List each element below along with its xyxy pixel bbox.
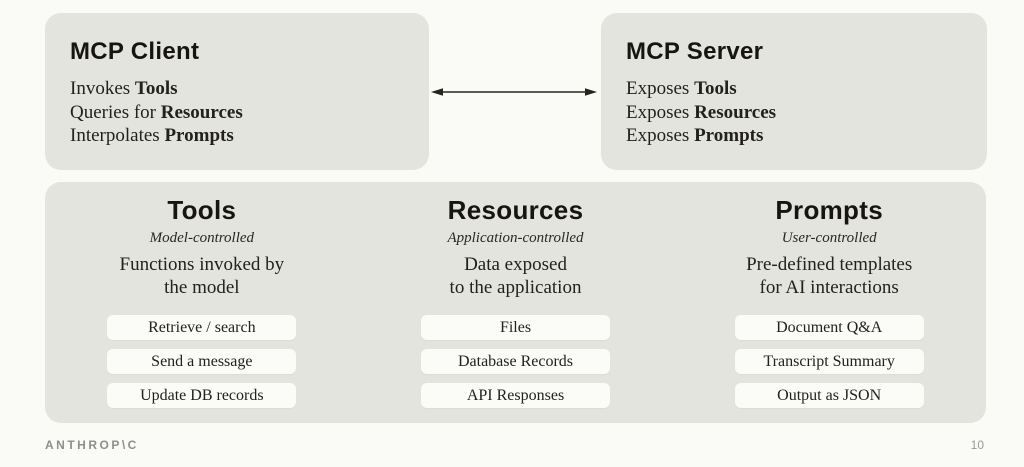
- page-number: 10: [970, 438, 984, 452]
- example-pill: Retrieve / search: [107, 315, 297, 340]
- description-line: Functions invoked by: [119, 254, 285, 275]
- description-line: to the application: [449, 277, 582, 298]
- client-capability-line: Queries for Resources: [70, 101, 405, 125]
- column-description: Pre-defined templates for AI interaction…: [672, 253, 986, 299]
- mcp-client-title: MCP Client: [70, 38, 200, 65]
- example-pill: API Responses: [421, 383, 610, 408]
- example-pill-list: Document Q&A Transcript Summary Output a…: [672, 315, 986, 408]
- description-line: Pre-defined templates: [746, 254, 913, 275]
- example-pill: Document Q&A: [734, 315, 924, 340]
- line-bold: Resources: [694, 101, 777, 123]
- column-resources: Resources Application-controlled Data ex…: [359, 195, 673, 423]
- line-bold: Tools: [694, 78, 737, 99]
- server-capability-line: Exposes Prompts: [626, 124, 963, 148]
- server-capability-line: Exposes Resources: [626, 101, 963, 125]
- column-control-label: Model-controlled: [149, 230, 255, 246]
- primitives-panel: Tools Model-controlled Functions invoked…: [45, 182, 986, 423]
- line-bold: Tools: [134, 78, 178, 99]
- client-capability-line: Invokes Tools: [70, 77, 405, 101]
- column-control-label: Application-controlled: [447, 230, 584, 246]
- mcp-server-box: MCP Server Exposes Tools Exposes Resourc…: [601, 13, 987, 170]
- line-text: Exposes: [626, 101, 695, 123]
- example-pill: Send a message: [107, 349, 297, 374]
- column-description: Functions invoked by the model: [45, 253, 359, 299]
- anthropic-logo: ANTHROP\C: [45, 438, 139, 452]
- description-line: the model: [164, 277, 240, 298]
- example-pill-list: Files Database Records API Responses: [359, 315, 673, 408]
- mcp-client-box: MCP Client Invokes Tools Queries for Res…: [45, 13, 429, 170]
- server-capability-line: Exposes Tools: [626, 77, 963, 101]
- example-pill: Output as JSON: [734, 383, 924, 408]
- description-line: Data exposed: [464, 254, 567, 275]
- line-text: Invokes: [70, 78, 135, 99]
- example-pill: Transcript Summary: [734, 349, 924, 374]
- bidirectional-arrow-icon: [430, 85, 598, 99]
- mcp-server-title: MCP Server: [626, 38, 764, 65]
- client-capability-line: Interpolates Prompts: [70, 124, 405, 148]
- example-pill: Update DB records: [107, 383, 297, 408]
- example-pill: Database Records: [421, 349, 610, 374]
- example-pill-list: Retrieve / search Send a message Update …: [45, 315, 359, 408]
- column-title: Resources: [447, 195, 584, 225]
- line-text: Queries for: [70, 101, 161, 123]
- line-bold: Prompts: [164, 125, 234, 146]
- column-control-label: User-controlled: [781, 230, 877, 246]
- column-title: Prompts: [775, 195, 883, 225]
- column-prompts: Prompts User-controlled Pre-defined temp…: [672, 195, 986, 423]
- line-text: Exposes: [626, 78, 695, 99]
- line-text: Interpolates: [70, 125, 165, 146]
- column-description: Data exposed to the application: [359, 253, 673, 299]
- description-line: for AI interactions: [759, 277, 899, 298]
- line-bold: Prompts: [694, 125, 764, 146]
- line-text: Exposes: [626, 125, 695, 146]
- column-tools: Tools Model-controlled Functions invoked…: [45, 195, 359, 423]
- line-bold: Resources: [160, 101, 243, 123]
- example-pill: Files: [421, 315, 610, 340]
- column-title: Tools: [167, 195, 237, 225]
